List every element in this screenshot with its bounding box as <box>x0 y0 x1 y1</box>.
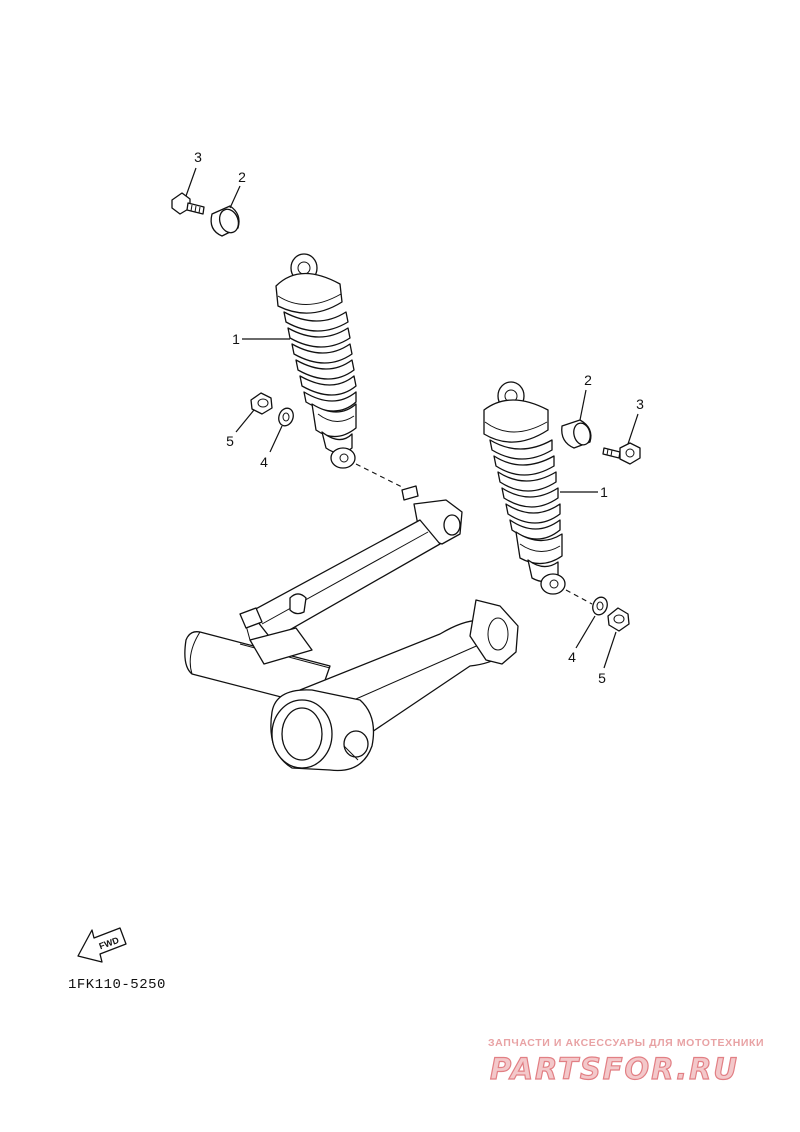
callout-1-right: 1 <box>600 484 608 500</box>
left-shock-absorber <box>275 253 357 469</box>
right-upper-bolt <box>602 442 641 465</box>
callout-4-left: 4 <box>260 454 268 470</box>
watermark-logo: PARTSFOR.RU <box>489 1051 739 1086</box>
callout-5-left: 5 <box>226 433 234 449</box>
left-upper-bolt <box>171 192 205 215</box>
callout-5-right: 5 <box>598 670 606 686</box>
right-upper-collar <box>561 419 592 449</box>
right-shock-absorber <box>483 381 566 595</box>
diagram-code: 1FK110-5250 <box>68 977 166 993</box>
left-lower-washer <box>278 407 294 427</box>
callout-3-left: 3 <box>194 149 202 165</box>
left-lower-nut <box>250 392 273 415</box>
callout-3-right: 3 <box>636 396 644 412</box>
fwd-arrow-icon: FWD <box>77 927 127 963</box>
swing-arm <box>184 485 519 772</box>
callout-2-left: 2 <box>238 169 246 185</box>
watermark-tagline: ЗАПЧАСТИ И АКСЕССУАРЫ ДЛЯ МОТОТЕХНИКИ <box>488 1037 765 1049</box>
left-upper-collar <box>210 205 240 237</box>
callout-2-right: 2 <box>584 372 592 388</box>
right-lower-washer <box>592 596 608 616</box>
callout-1-left: 1 <box>232 331 240 347</box>
right-lower-nut <box>607 607 630 632</box>
callout-4-right: 4 <box>568 649 576 665</box>
